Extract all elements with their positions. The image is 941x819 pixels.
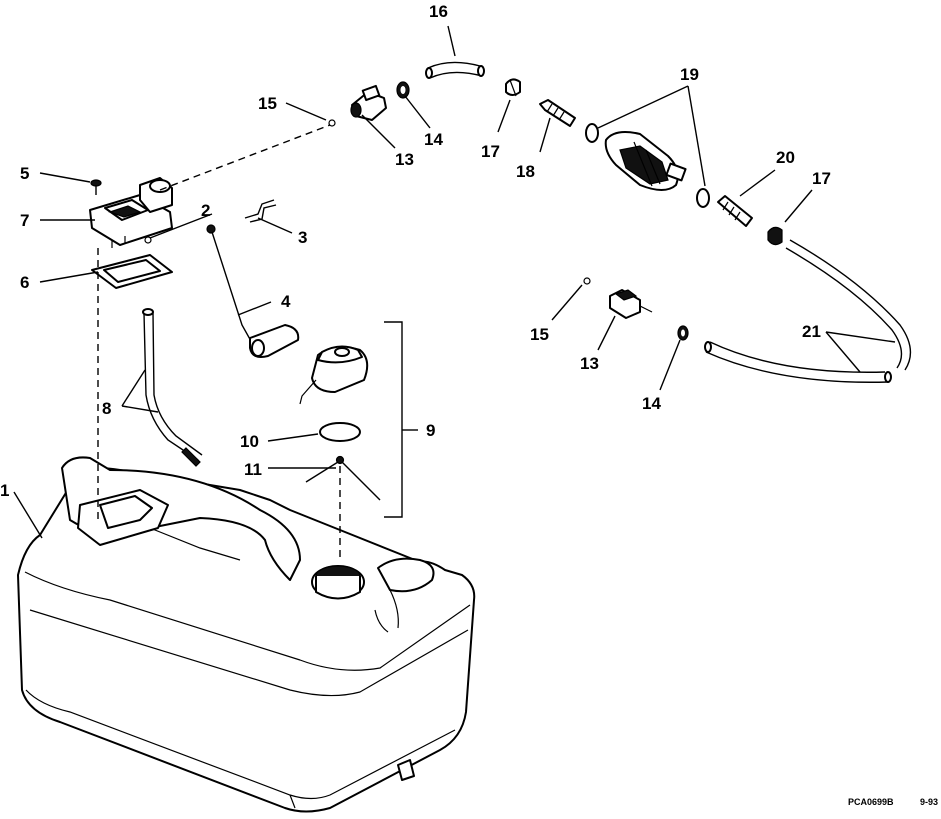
callout-8: 8	[102, 399, 111, 418]
small-o-ring	[144, 236, 152, 244]
callout-14-lower: 14	[642, 394, 661, 413]
o-ring-lower	[583, 277, 591, 285]
callout-10: 10	[240, 432, 259, 451]
callout-17-right: 17	[812, 169, 831, 188]
screw	[90, 179, 102, 195]
callout-4: 4	[281, 292, 291, 311]
callout-6: 6	[20, 273, 29, 292]
fuel-line	[704, 239, 912, 383]
callout-19: 19	[680, 65, 699, 84]
connector-lower	[609, 289, 653, 319]
cap-tether	[305, 455, 381, 501]
barbed-fitting-20	[717, 195, 753, 227]
callout-2: 2	[201, 201, 210, 220]
callout-13-upper: 13	[395, 150, 414, 169]
callout-7: 7	[20, 211, 29, 230]
callout-16: 16	[429, 2, 448, 21]
callout-20: 20	[776, 148, 795, 167]
cap-gasket	[319, 422, 361, 442]
callout-11: 11	[244, 460, 262, 479]
callout-17-upper: 17	[481, 142, 500, 161]
clamp-upper	[396, 81, 410, 99]
retainer-clip	[244, 199, 277, 223]
gasket	[91, 254, 173, 289]
figure-date: 9-93	[920, 797, 938, 807]
leader-lines	[13, 25, 896, 539]
barbed-fitting-18	[539, 99, 576, 127]
callout-5: 5	[20, 164, 29, 183]
clamp-lower	[677, 325, 689, 341]
callout-3: 3	[298, 228, 307, 247]
callout-labels: 1 2 3 4 5 6 7 8 9 10 11 13 14 15 16 17 1…	[0, 2, 831, 500]
figure-code: PCA0699B	[848, 797, 894, 807]
callout-15-lower: 15	[530, 325, 549, 344]
pickup-connector-body	[89, 177, 173, 248]
callout-9: 9	[426, 421, 435, 440]
short-hose	[425, 61, 485, 79]
primer-bulb	[604, 131, 687, 191]
callout-13-lower: 13	[580, 354, 599, 373]
callout-1: 1	[0, 481, 9, 500]
cap-assembly-bracket	[384, 321, 403, 518]
callout-18: 18	[516, 162, 535, 181]
o-ring-upper	[328, 119, 336, 127]
connector-upper	[350, 84, 387, 121]
assembly-line-fitting	[159, 124, 331, 191]
filler-cap	[299, 345, 369, 405]
callout-15-upper: 15	[258, 94, 277, 113]
fuel-tank	[17, 456, 476, 813]
check-valve-left	[585, 123, 599, 143]
hose-clamp-right	[767, 226, 783, 246]
pickup-tube	[142, 308, 203, 467]
check-valve-right	[696, 188, 710, 208]
callout-14-upper: 14	[424, 130, 443, 149]
hose-clamp-upper	[505, 78, 521, 97]
callout-21: 21	[802, 322, 821, 341]
float-arm	[206, 224, 300, 358]
